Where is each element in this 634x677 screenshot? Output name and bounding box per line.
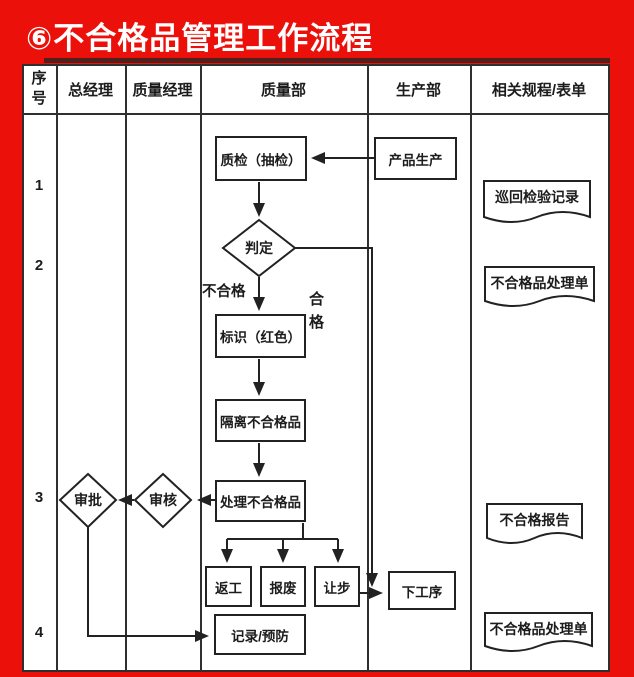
judge-label: 判定 xyxy=(245,240,273,256)
document-nonconforming-form-2: 不合格品处理单 xyxy=(484,612,593,657)
header-docs: 相关规程/表单 xyxy=(491,81,587,99)
header-gm: 总经理 xyxy=(67,81,113,99)
column-divider-3 xyxy=(200,64,202,672)
header-quality: 质量部 xyxy=(260,81,306,99)
handle-box: 处理不合格品 xyxy=(215,480,306,522)
document-patrol-inspection-record: 巡回检验记录 xyxy=(483,180,591,228)
isolate-box: 隔离不合格品 xyxy=(215,399,306,442)
row-number-1: 1 xyxy=(34,177,44,194)
concession-box: 让步 xyxy=(314,566,360,607)
page-title: ⑥不合格品管理工作流程 xyxy=(26,21,374,56)
table-top-shadow xyxy=(44,58,610,63)
row-number-3: 3 xyxy=(34,489,44,506)
column-divider-4 xyxy=(367,64,369,672)
review-label: 审核 xyxy=(149,492,177,508)
approve-label: 审批 xyxy=(74,492,102,508)
column-divider-2 xyxy=(125,64,127,672)
header-seq: 序号 xyxy=(31,69,47,107)
column-divider-1 xyxy=(56,64,58,672)
header-underline xyxy=(22,113,610,115)
pass-label: 合格 xyxy=(309,291,325,332)
document-nonconformance-report: 不合格报告 xyxy=(486,503,583,549)
inspection-box: 质检（抽检） xyxy=(215,136,307,181)
rework-box: 返工 xyxy=(205,566,252,607)
document-shape xyxy=(486,503,583,544)
document-shape xyxy=(484,612,593,652)
document-shape xyxy=(483,180,591,223)
fail-label: 不合格 xyxy=(202,284,246,300)
record-box: 记录/预防 xyxy=(214,614,306,655)
column-divider-5 xyxy=(470,64,472,672)
marking-box: 标识（红色） xyxy=(215,314,306,358)
row-number-4: 4 xyxy=(34,624,44,641)
header-production: 生产部 xyxy=(395,81,441,99)
production-box: 产品生产 xyxy=(374,137,457,180)
row-number-2: 2 xyxy=(34,257,44,274)
next-process-box: 下工序 xyxy=(388,571,456,610)
scrap-box: 报废 xyxy=(260,566,306,607)
header-qm: 质量经理 xyxy=(132,81,193,99)
document-nonconforming-form-1: 不合格品处理单 xyxy=(484,266,595,312)
document-shape xyxy=(484,266,595,307)
